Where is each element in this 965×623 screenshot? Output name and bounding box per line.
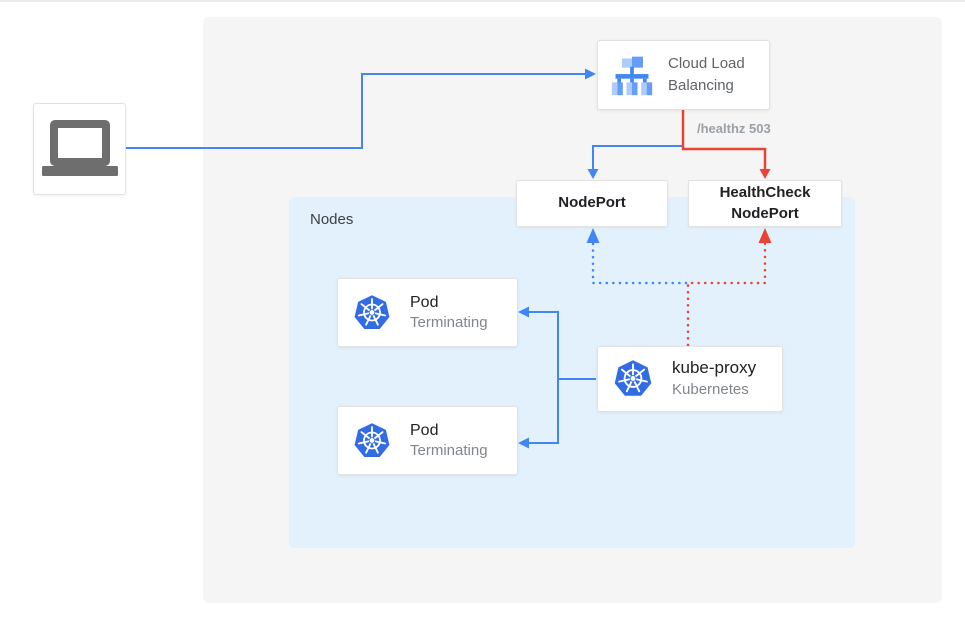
kube-proxy-title: kube-proxy <box>672 358 757 378</box>
kubernetes-icon <box>352 421 392 461</box>
healthcheck-nodeport-label: HealthCheck NodePort <box>719 184 811 222</box>
kubernetes-icon <box>612 358 654 400</box>
nodeport-label: NodePort <box>558 194 626 212</box>
healthz-status-label: /healthz 503 <box>697 121 771 136</box>
cloud-load-balancing-label: Cloud Load Balancing <box>668 55 745 94</box>
pod-status: Terminating <box>410 442 488 460</box>
window-top-divider <box>0 0 965 2</box>
pod-node-2: Pod Terminating <box>337 406 518 475</box>
cloud-load-balancing-node: Cloud Load Balancing <box>597 40 770 110</box>
kube-proxy-subtitle: Kubernetes <box>672 381 749 399</box>
pod-title: Pod <box>410 293 439 311</box>
healthcheck-nodeport-node: HealthCheck NodePort <box>688 180 842 227</box>
pod-title: Pod <box>410 421 439 439</box>
pod-status: Terminating <box>410 314 488 332</box>
nodeport-node: NodePort <box>516 180 668 227</box>
client-node <box>33 103 126 195</box>
kubernetes-icon <box>352 293 392 333</box>
pod-node-1: Pod Terminating <box>337 278 518 347</box>
load-balancer-icon <box>610 54 654 96</box>
nodes-group-label: Nodes <box>310 211 354 228</box>
kube-proxy-node: kube-proxy Kubernetes <box>597 346 783 412</box>
laptop-icon <box>41 118 118 180</box>
